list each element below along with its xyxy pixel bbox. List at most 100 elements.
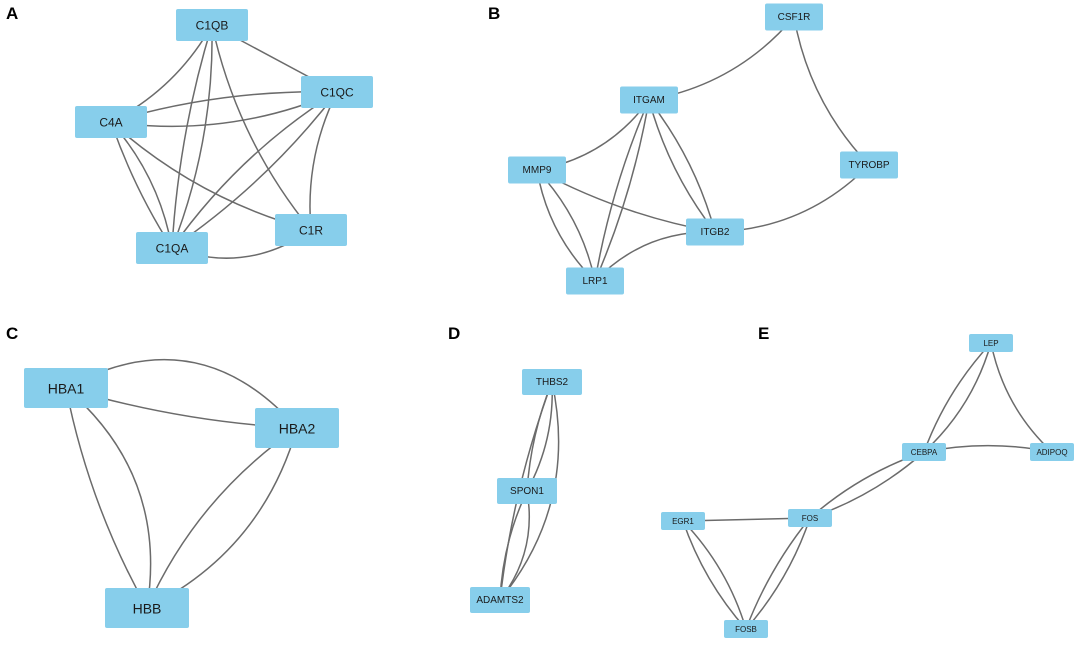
- node-label: ITGB2: [701, 227, 730, 238]
- edge-spon1-adamts2-2: [499, 490, 528, 601]
- node-box: [24, 368, 108, 408]
- panel-label-e: E: [758, 324, 769, 343]
- node-box: [522, 369, 582, 395]
- node-fos[interactable]: FOS: [788, 509, 832, 527]
- node-lep[interactable]: LEP: [969, 334, 1013, 352]
- node-label: HBA1: [48, 381, 85, 397]
- node-lrp1[interactable]: LRP1: [566, 267, 624, 295]
- node-mmp9[interactable]: MMP9: [508, 156, 566, 184]
- edge-c1qb-c1r: [211, 24, 312, 231]
- edge-mmp9-lrp1-1: [536, 169, 596, 282]
- node-label: ITGAM: [633, 95, 665, 106]
- node-label: HBA2: [279, 421, 316, 437]
- node-tyrobp[interactable]: TYROBP: [840, 151, 898, 179]
- node-box: [566, 267, 624, 295]
- node-box: [686, 218, 744, 246]
- node-adamts2[interactable]: ADAMTS2: [470, 587, 530, 613]
- node-thbs2[interactable]: THBS2: [522, 369, 582, 395]
- node-label: TYROBP: [848, 160, 889, 171]
- node-box: [508, 156, 566, 184]
- node-spon1[interactable]: SPON1: [497, 478, 557, 504]
- node-box: [275, 214, 347, 246]
- node-label: ADIPOQ: [1036, 448, 1067, 457]
- node-box: [661, 512, 705, 530]
- node-adipoq[interactable]: ADIPOQ: [1030, 443, 1074, 461]
- panel-label-b: B: [488, 4, 500, 23]
- node-label: C1QB: [196, 19, 229, 33]
- edge-fos-fosb-2: [745, 517, 811, 630]
- node-box: [969, 334, 1013, 352]
- edge-fos-fosb-1: [745, 517, 811, 630]
- node-box: [470, 587, 530, 613]
- edge-hba2-hbb-2: [146, 427, 298, 609]
- node-label: C1QA: [156, 242, 189, 256]
- panel-label-d: D: [448, 324, 460, 343]
- edge-hba1-hbb-1: [65, 387, 148, 609]
- panel-labels: A B C D E: [6, 4, 769, 343]
- node-label: THBS2: [536, 377, 569, 388]
- node-c1qb[interactable]: C1QB: [176, 9, 248, 41]
- node-label: FOS: [802, 514, 818, 523]
- node-box: [902, 443, 946, 461]
- node-label: ADAMTS2: [476, 595, 524, 606]
- edge-c4a-c1qa-1: [110, 121, 173, 249]
- node-hba1[interactable]: HBA1: [24, 368, 108, 408]
- node-csf1r[interactable]: CSF1R: [765, 3, 823, 31]
- panel-label-c: C: [6, 324, 18, 343]
- edge-itgam-lrp1-2: [594, 99, 650, 282]
- node-hba2[interactable]: HBA2: [255, 408, 339, 448]
- edge-c1qb-c1qa-1: [171, 24, 213, 249]
- node-c1r[interactable]: C1R: [275, 214, 347, 246]
- node-label: C4A: [99, 116, 122, 130]
- node-label: FOSB: [735, 625, 757, 634]
- node-box: [765, 3, 823, 31]
- edge-lep-adipoq: [990, 342, 1053, 453]
- edge-c4a-c1r: [110, 121, 312, 231]
- node-itgb2[interactable]: ITGB2: [686, 218, 744, 246]
- edge-c1qb-c1qa-2: [171, 24, 213, 249]
- edge-itgam-itgb2-2: [648, 99, 716, 233]
- edge-cebpa-fos-2: [809, 451, 925, 519]
- node-c4a[interactable]: C4A: [75, 106, 147, 138]
- edge-hba1-hbb-2: [65, 387, 152, 609]
- edge-c1qc-c1r: [309, 91, 338, 231]
- edge-c1qc-c1qa-1: [171, 91, 338, 249]
- node-box: [620, 86, 678, 114]
- edge-itgam-itgb2-1: [648, 99, 716, 233]
- edge-mmp9-lrp1-2: [536, 169, 596, 282]
- node-box: [255, 408, 339, 448]
- panel-label-a: A: [6, 4, 18, 23]
- node-label: C1R: [299, 224, 323, 238]
- node-box: [176, 9, 248, 41]
- edge-lep-cebpa-2: [923, 342, 992, 453]
- node-label: LEP: [983, 339, 998, 348]
- node-label: CSF1R: [778, 12, 811, 23]
- node-c1qa[interactable]: C1QA: [136, 232, 208, 264]
- node-c1qc[interactable]: C1QC: [301, 76, 373, 108]
- node-label: CEBPA: [911, 448, 938, 457]
- node-fosb[interactable]: FOSB: [724, 620, 768, 638]
- edge-egr1-fosb-2: [682, 520, 747, 630]
- node-hbb[interactable]: HBB: [105, 588, 189, 628]
- node-itgam[interactable]: ITGAM: [620, 86, 678, 114]
- edge-cebpa-fos-1: [809, 451, 925, 519]
- node-cebpa[interactable]: CEBPA: [902, 443, 946, 461]
- edge-c4a-c1qa-2: [110, 121, 173, 249]
- edge-itgam-lrp1-1: [594, 99, 650, 282]
- node-box: [1030, 443, 1074, 461]
- edge-lep-cebpa-1: [923, 342, 992, 453]
- node-box: [788, 509, 832, 527]
- edge-egr1-fosb-1: [682, 520, 747, 630]
- node-label: HBB: [133, 601, 162, 617]
- node-label: LRP1: [582, 276, 607, 287]
- node-egr1[interactable]: EGR1: [661, 512, 705, 530]
- node-label: SPON1: [510, 486, 544, 497]
- node-box: [840, 151, 898, 179]
- node-box: [497, 478, 557, 504]
- node-label: EGR1: [672, 517, 694, 526]
- node-box: [724, 620, 768, 638]
- edges-layer: [65, 16, 1053, 630]
- node-box: [301, 76, 373, 108]
- node-label: C1QC: [320, 86, 354, 100]
